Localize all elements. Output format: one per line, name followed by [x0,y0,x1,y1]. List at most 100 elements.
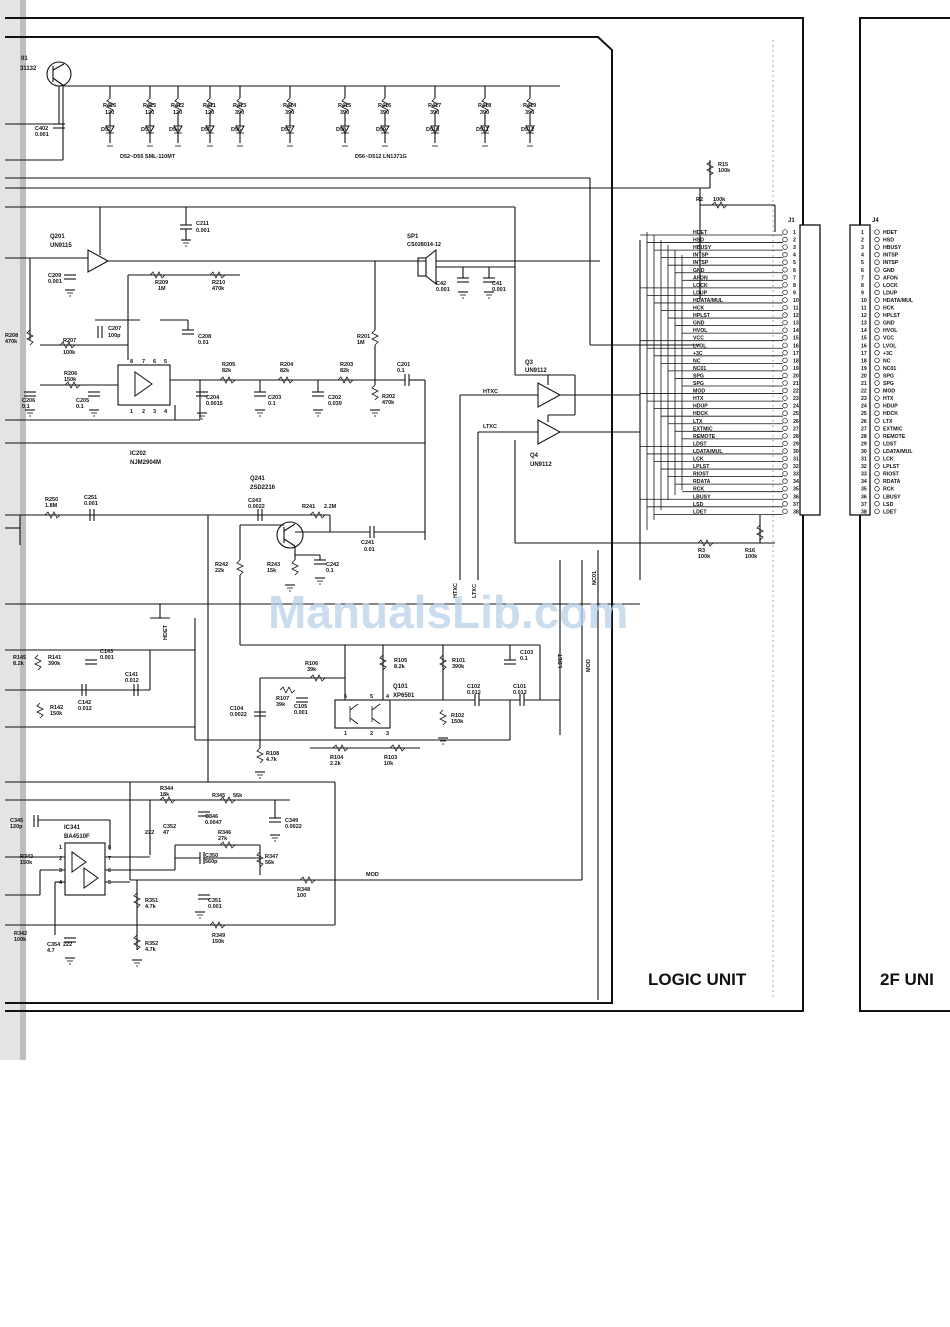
j1-pin-contact [782,470,788,477]
r16-resistor [756,524,764,541]
scan-edge-line [20,0,26,1060]
j1-pin-name: LDUP [693,290,708,296]
r3-value: 100k [698,554,711,560]
c346-capacitor [198,811,210,817]
j4-pin-name: LCK [883,457,894,463]
ic202-ref: IC202 [130,451,147,457]
c207-capacitor [97,326,103,338]
led-resistor-3 [174,97,182,114]
j1-pin-number: 13 [793,321,799,327]
led-resistor-2 [146,97,154,114]
j4-pin-number: 24 [861,404,867,410]
j1-pin-number: 17 [793,351,799,357]
c351-label: C351 [208,898,221,904]
c142-capacitor [81,684,87,696]
j4-pin-number: 11 [861,306,867,312]
r243-resistor [291,559,299,576]
j1-pin-contact [782,508,788,515]
j1-pin-name: GND [693,268,705,274]
j4-pin-number: 28 [861,434,867,440]
r204-value: 82k [280,368,290,374]
c41-label: C41 [492,281,502,287]
j4-pin-number: 35 [861,487,867,493]
c143-capacitor [85,659,97,665]
j4-pin-contact [874,455,880,462]
c345-label: C345 [10,818,23,824]
j1-pin-contact [782,478,788,484]
r210-label: R210 [212,280,225,286]
led-resistor-11 [526,97,534,114]
j4-pin-contact [874,418,880,424]
r344-label: R344 [160,786,174,792]
r347-value: 56k [265,860,275,866]
j1-pin-number: 25 [793,411,799,417]
ic341-ref: IC341 [64,825,81,831]
j1-pin-number: 3 [793,245,796,251]
c104-value: 0.0022 [230,712,247,718]
r202-value: 470k [382,400,395,406]
j4-pin-number: 4 [861,253,864,259]
r347-label: R347 [265,854,278,860]
j4-pin-name: SPG [883,373,894,379]
j1-pin-number: 4 [793,253,796,259]
j1-pin-name: VCC [693,336,704,342]
j1-pin-contact [782,267,788,273]
c241-value: 0.01 [364,547,375,553]
j4-pin-name: LDST [883,441,897,447]
r202-label: R202 [382,394,395,400]
ic341-chip [64,842,106,896]
led-resistor-label: R416 [378,103,391,109]
r208-label: R208 [5,333,18,339]
r242-resistor [236,559,244,576]
c142-label: C142 [78,700,91,706]
c104-label: C104 [230,706,244,712]
q101-pin2: 2 [370,731,373,737]
r349-resistor [209,921,226,929]
j4-pin-name: HDUP [883,404,898,410]
led-resistor-label: R419 [523,103,536,109]
q101-pin3: 3 [386,731,389,737]
r243-value: 15k [267,568,277,574]
j4-pin-name: GND [883,268,895,274]
j4-pin-name: LTX [883,419,893,425]
r344-value: 18k [160,792,170,798]
j1-pin-number: 14 [793,328,799,334]
j4-pin-number: 22 [861,389,867,395]
c101-label: C101 [513,684,526,690]
j1-pin-number: 5 [793,260,796,266]
second-unit-title: 2F UNI [880,970,934,989]
c204-label: C204 [206,395,220,401]
j1-pin-number: 35 [793,487,799,493]
ic341-pin8: 8 [108,845,111,851]
j4-pin-number: 7 [861,275,864,281]
r206-resistor [64,381,81,389]
led-diode-icon [173,125,183,135]
c143-value: 0.001 [100,655,114,661]
led-resistor-4 [206,97,214,114]
j4-pin-name: HDATA/MUL [883,298,914,304]
ltxc-vertical-label: LTXC [472,584,478,598]
j4-pin-number: 31 [861,457,867,463]
ic341-pin2: 2 [59,856,62,862]
c143-label: C143 [100,649,113,655]
r202-resistor [371,384,379,401]
r345-value: 56k [233,793,243,799]
r108-resistor [256,747,264,764]
r15-label: R15 [718,162,728,168]
j1-pin-number: 19 [793,366,799,372]
j1-pin-name: LDATA/MUL [693,449,723,455]
j1-pin-name: HDATA/MUL [693,298,724,304]
r103-value: 10k [384,761,394,767]
ic202-pin1: 1 [130,409,133,415]
ic341-pin1: 1 [59,845,62,851]
r349-value: 150k [212,939,225,945]
r345-label: R345 [212,793,225,799]
c243-value: 0.0022 [248,504,265,510]
j1-pin-number: 29 [793,441,799,447]
ic202-pin4: 4 [164,409,168,415]
j4-pin-number: 27 [861,426,867,432]
c206-capacitor [24,391,36,397]
j1-pin-number: 21 [793,381,799,387]
r205-label: R205 [222,362,235,368]
q101-pin5: 5 [370,694,373,700]
